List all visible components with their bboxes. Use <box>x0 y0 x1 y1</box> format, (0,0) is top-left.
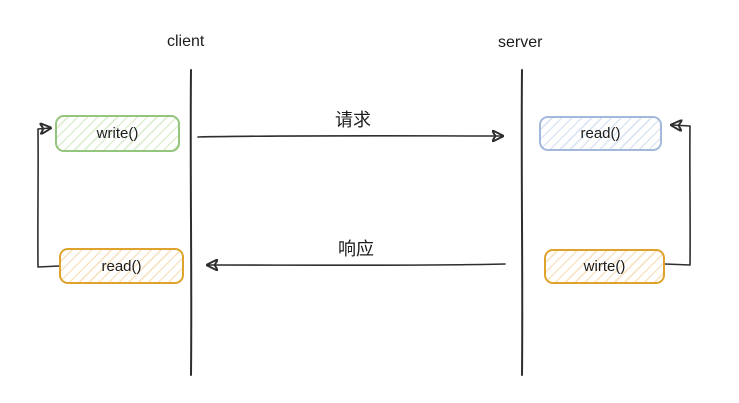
node-client-write: write() <box>55 115 180 152</box>
node-server-read: read() <box>539 116 662 151</box>
node-client-read-label: read() <box>101 257 142 275</box>
server-actor-label: server <box>498 34 543 51</box>
node-server-write-label: wirte() <box>583 258 626 275</box>
node-server-read-label: read() <box>580 125 621 142</box>
response-arrow <box>208 264 506 265</box>
server-loop-connector <box>664 125 691 266</box>
client-lifeline <box>189 69 193 376</box>
node-server-write: wirte() <box>544 249 665 284</box>
request-message-label: 请求 <box>335 110 371 130</box>
request-arrow <box>197 136 502 137</box>
client-loop-connector <box>37 128 60 268</box>
server-lifeline <box>520 69 524 376</box>
response-message-label: 响应 <box>338 239 374 259</box>
node-client-write-label: write() <box>96 125 139 142</box>
client-actor-label: client <box>167 33 205 50</box>
node-client-read: read() <box>59 248 184 284</box>
